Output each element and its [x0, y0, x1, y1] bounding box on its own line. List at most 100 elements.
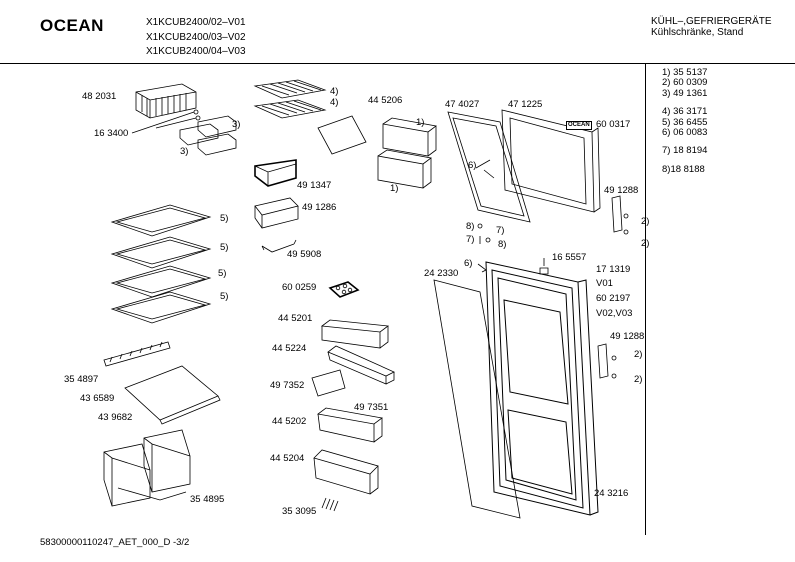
- part-3-hinge-block: [179, 115, 237, 156]
- legend-entry: 3) 49 1361: [662, 87, 708, 99]
- part-label: 49 7351: [354, 402, 389, 413]
- part-label: 44 5201: [278, 313, 313, 324]
- part-label: 44 5224: [272, 343, 307, 354]
- ref-label: 6): [468, 160, 477, 171]
- leader-6b: [477, 263, 487, 273]
- legend-entry: 8)18 8188: [662, 163, 705, 175]
- ref-label: 4): [330, 86, 339, 97]
- ref-label: 2): [641, 238, 650, 249]
- part-49-1288-hinge: [597, 195, 629, 379]
- ref-label: 5): [220, 242, 229, 253]
- document-code: 58300000110247_AET_000_D -3/2: [40, 537, 190, 548]
- screw: [195, 115, 201, 121]
- part-label: 49 5908: [287, 249, 322, 260]
- part-4-wire-shelf: [253, 79, 327, 119]
- part-label: 49 1288: [604, 185, 639, 196]
- part-47-4027-gasket-frame: [447, 111, 531, 223]
- part-47-1225-freezer-door: [501, 109, 601, 213]
- ref-label: 1): [390, 183, 399, 194]
- model-number: X1KCUB2400/03–V02: [146, 31, 246, 43]
- part-label: 44 5206: [368, 95, 403, 106]
- ref-label: 5): [218, 268, 227, 279]
- model-number: X1KCUB2400/04–V03: [146, 46, 246, 57]
- ref-label: 6): [464, 258, 473, 269]
- variant-label: V01: [596, 278, 613, 289]
- part-label: 16 5557: [552, 252, 587, 263]
- legend-divider: [645, 63, 646, 535]
- part-label: 24 3216: [594, 488, 629, 499]
- leader-6: [475, 159, 495, 179]
- title-line: KÜHL–,GEFRIERGERÄTE: [651, 16, 772, 27]
- model-number: X1KCUB2400/02–V01: [146, 17, 246, 28]
- legend-entry: 6) 06 0083: [662, 127, 708, 139]
- part-label: 24 2330: [424, 268, 459, 279]
- part-35-4897-strip: [103, 341, 171, 367]
- part-label: 35 3095: [282, 506, 317, 517]
- part-label: 49 1347: [297, 180, 332, 191]
- document-title: KÜHL–,GEFRIERGERÄTE Kühlschränke, Stand: [651, 16, 772, 38]
- variant-label: V02,V03: [596, 308, 633, 319]
- screw: [193, 109, 199, 115]
- part-label: 48 2031: [82, 91, 117, 102]
- brand-logo-text: OCEAN: [40, 16, 104, 35]
- part-label: 47 1225: [508, 99, 543, 110]
- part-49-1286-box: [254, 197, 299, 229]
- ref-label: 2): [634, 349, 643, 360]
- parts-legend: 1) 35 5137 2) 60 0309 3) 49 1361 4) 36 3…: [662, 67, 708, 175]
- ref-label: 8): [466, 221, 475, 232]
- part-label: 47 4027: [445, 99, 480, 110]
- part-44-5206-plate: [317, 115, 367, 155]
- part-49-5908-bracket: [261, 239, 297, 253]
- ref-label: 3): [232, 119, 241, 130]
- part-43-6589-glass-plate: [124, 365, 221, 425]
- ref-label: 1): [416, 117, 425, 128]
- part-60-0259-egg-tray: [328, 281, 360, 298]
- model-list: X1KCUB2400/02–V01 X1KCUB2400/03–V02 X1KC…: [146, 16, 246, 60]
- part-label: 35 4895: [190, 494, 225, 505]
- part-44-5202-balcony: [317, 407, 383, 443]
- part-label: 60 0259: [282, 282, 317, 293]
- part-label: 43 9682: [98, 412, 133, 423]
- screws-7-8: [477, 223, 549, 275]
- legend-entry: 4) 36 3171: [662, 106, 708, 118]
- ref-label: 4): [330, 97, 339, 108]
- ref-label: 5): [220, 291, 229, 302]
- ref-label: 2): [641, 216, 650, 227]
- legend-entry: 5) 36 6455: [662, 116, 708, 128]
- ref-label: 3): [180, 146, 189, 157]
- part-label: 44 5202: [272, 416, 307, 427]
- part-label: 17 1319: [596, 264, 631, 275]
- ocean-badge: OCEAN: [566, 121, 592, 130]
- part-1-door-shelf: [377, 117, 437, 189]
- part-label: 60 0317: [596, 119, 631, 130]
- part-label: 49 1288: [610, 331, 645, 342]
- part-label: 43 6589: [80, 393, 115, 404]
- part-24-3216-fridge-door: [485, 261, 599, 516]
- part-label: 35 4897: [64, 374, 99, 385]
- part-label: 16 3400: [94, 128, 129, 139]
- leader-35-4895: [117, 487, 187, 501]
- part-49-1347-tray: [254, 159, 297, 187]
- title-line: Kühlschränke, Stand: [651, 27, 744, 38]
- ref-label: 5): [220, 213, 229, 224]
- legend-entry: 2) 60 0309: [662, 77, 708, 89]
- part-44-5201-balcony: [320, 319, 390, 349]
- part-35-3095-clips: [321, 497, 339, 512]
- part-label: 44 5204: [270, 453, 305, 464]
- part-35-4895-crisper: [103, 429, 191, 507]
- part-label: 49 7352: [270, 380, 305, 391]
- part-44-5204-balcony: [313, 449, 379, 495]
- leader-16-3400: [131, 111, 197, 134]
- part-label: 60 2197: [596, 293, 631, 304]
- ref-label: 2): [634, 374, 643, 385]
- part-44-5224-balcony: [327, 345, 395, 385]
- part-48-2031-rack: [135, 83, 197, 119]
- ref-label: 8): [498, 239, 507, 250]
- part-24-2330-gasket: [433, 279, 521, 519]
- part-49-7352-divider: [311, 369, 346, 397]
- part-5-glass-shelf: [110, 204, 212, 324]
- ref-label: 7): [496, 225, 505, 236]
- legend-entry: 7) 18 8194: [662, 145, 708, 157]
- part-label: 49 1286: [302, 202, 337, 213]
